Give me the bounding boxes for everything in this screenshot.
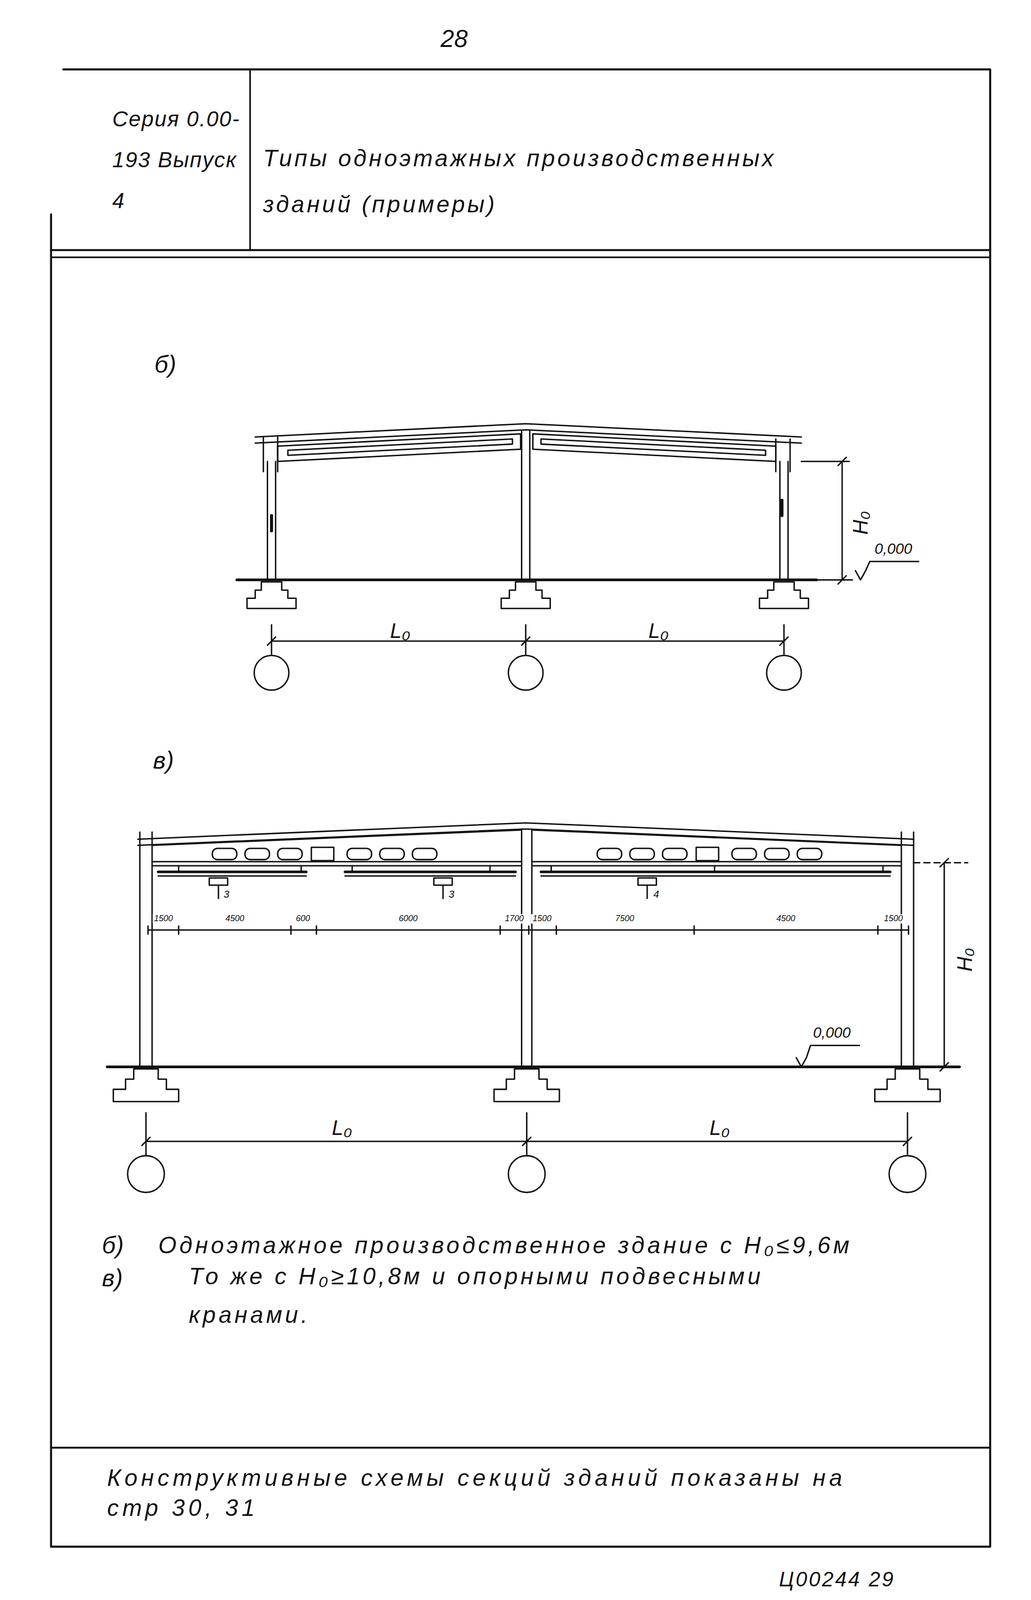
span-dimension: L₀ <box>648 619 669 643</box>
figure-letter: б) <box>154 350 177 378</box>
cell-text: Типы одноэтажных производственных зданий… <box>263 135 827 228</box>
callout-number: 3 <box>222 888 231 900</box>
dimension-value: 1500 <box>152 914 175 924</box>
sheet-title-cell: Типы одноэтажных производственных зданий… <box>249 69 991 250</box>
level-mark: 0,000 <box>874 540 913 558</box>
span-dimension: L₀ <box>389 619 411 643</box>
note-letter: б) <box>101 1231 125 1259</box>
height-dimension: H₀ <box>953 946 977 973</box>
series-cell: Серия 0.00-193 Выпуск 4 <box>51 69 250 250</box>
note-text: Одноэтажное производственное здание с H₀… <box>158 1232 853 1259</box>
dimension-value: 1700 <box>503 914 526 924</box>
height-dimension: H₀ <box>849 509 872 536</box>
section-v <box>107 822 968 1193</box>
cell-text: Конструктивные схемы секций зданий показ… <box>107 1462 869 1523</box>
span-dimension: L₀ <box>709 1116 730 1140</box>
note-text: То же с H₀≥10,8м и опорными подвесными к… <box>188 1256 847 1334</box>
sheet-frame <box>51 69 991 1547</box>
span-dimension: L₀ <box>331 1116 352 1140</box>
dimension-value: 1500 <box>531 914 553 924</box>
dimension-value: 6000 <box>397 914 419 924</box>
cell-text: Серия 0.00-193 Выпуск 4 <box>112 98 247 222</box>
figure-letter: в) <box>153 746 174 774</box>
note-letter: в) <box>101 1264 123 1292</box>
archive-stamp: Ц00244 29 <box>778 1567 895 1591</box>
level-mark: 0,000 <box>813 1024 851 1041</box>
section-b <box>236 423 919 690</box>
callout-number: 4 <box>651 888 661 900</box>
dimension-value: 7500 <box>613 914 636 924</box>
page-number: 28 <box>440 25 468 53</box>
dimension-value: 1500 <box>882 914 905 924</box>
dimension-value: 600 <box>294 914 312 924</box>
dimension-value: 4500 <box>775 914 797 924</box>
callout-number: 3 <box>447 888 456 900</box>
dimension-value: 4500 <box>224 914 246 924</box>
footnote-box: Конструктивные схемы секций зданий показ… <box>51 1447 991 1547</box>
